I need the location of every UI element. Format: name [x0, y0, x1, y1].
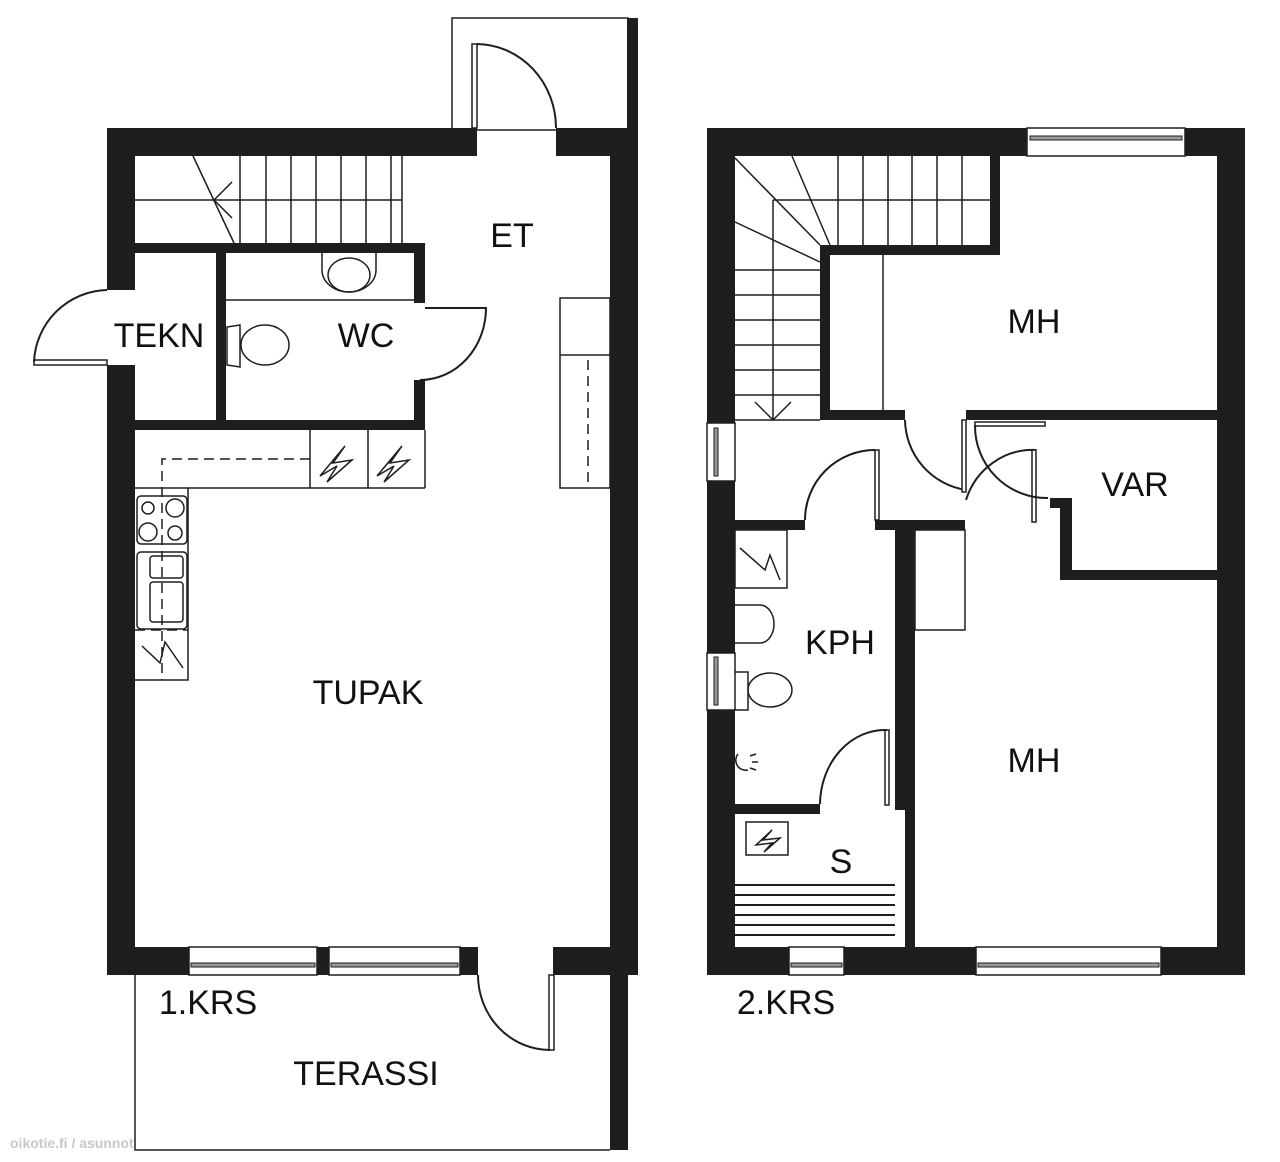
kph-sink-icon	[735, 604, 775, 644]
room-label-et: ET	[490, 217, 534, 255]
wall-var-left	[1060, 498, 1072, 580]
wall-right	[1217, 128, 1245, 975]
wall-bottom-left	[107, 947, 189, 975]
wall-mh-left	[905, 530, 915, 947]
wall-stair-right	[990, 156, 1000, 246]
front-door-leaf[interactable]	[471, 43, 478, 129]
window	[1026, 127, 1186, 157]
appliance-icon	[319, 445, 355, 483]
shower-icon	[735, 753, 749, 771]
wall-bottom-mid	[460, 947, 478, 975]
front-door-swing	[476, 43, 557, 129]
kitchen-sink-icon	[136, 551, 188, 630]
sauna-benches	[735, 884, 895, 936]
wc-sink-icon	[321, 253, 377, 293]
room-label-mh-lower: MH	[1007, 742, 1061, 780]
floor-2-plan	[706, 127, 1245, 976]
kph-appliance-box	[734, 529, 788, 589]
room-label-mh-upper: MH	[1007, 303, 1061, 341]
room-label-terassi: TERASSI	[293, 1055, 439, 1093]
room-label-kph: KPH	[805, 624, 875, 662]
room-label-tupak: TUPAK	[312, 674, 424, 712]
appliance-icon	[141, 640, 184, 669]
tekn-door-leaf[interactable]	[33, 359, 108, 366]
wall-bottom-left	[707, 947, 789, 975]
wall-wc-bottom	[135, 420, 425, 430]
wall-bottom-right	[553, 947, 638, 975]
wall-left-lower	[707, 710, 735, 975]
wall-top	[707, 128, 1027, 156]
window	[706, 652, 736, 711]
window	[328, 946, 461, 976]
wall-bottom-right	[1161, 947, 1245, 975]
staircase-1	[135, 155, 403, 244]
window	[706, 422, 736, 482]
wall-bottom-mid	[844, 947, 976, 975]
room-label-s: S	[829, 843, 853, 881]
staircase-2	[734, 155, 990, 422]
wall-stair-bottom	[135, 243, 425, 253]
appliance-icon	[739, 547, 781, 581]
terrace-wall	[610, 975, 628, 1150]
porch-wall	[627, 18, 638, 128]
kph-toilet-tank-icon	[735, 671, 749, 711]
entry-porch	[451, 17, 629, 131]
wall-wc-right-lower	[414, 380, 425, 421]
wall-sauna-top	[735, 804, 820, 814]
kitchen-counter	[135, 430, 426, 681]
door-leaf[interactable]	[874, 449, 880, 521]
mh-lower-door-swing	[965, 448, 1037, 501]
wall-tekn-wc	[216, 253, 226, 421]
sauna-stove	[745, 821, 789, 856]
window	[788, 946, 845, 976]
wall-kph-top-left	[735, 520, 805, 530]
room-label-wc: WC	[337, 317, 395, 355]
wall-var-bottom	[1060, 570, 1217, 580]
window	[975, 946, 1162, 976]
wall-kph-right	[895, 530, 905, 810]
floor-2-title: 2.KRS	[736, 984, 836, 1022]
sauna-stove-icon	[753, 829, 783, 853]
toilet-tank-icon	[226, 324, 241, 368]
room-label-tekn: TEKN	[113, 317, 205, 355]
door-leaf[interactable]	[1031, 449, 1037, 523]
tekn-door-swing	[33, 289, 108, 363]
wall-mh-bottom	[966, 410, 1217, 420]
wall-left-upper	[707, 128, 735, 423]
terrace-door-leaf[interactable]	[548, 974, 555, 1051]
wardrobe	[559, 297, 611, 489]
wall-stair-bottom	[820, 245, 1000, 255]
wall-kph-top-right	[875, 520, 965, 530]
door-leaf[interactable]	[961, 419, 967, 493]
wall-left-mid	[707, 481, 735, 653]
window	[188, 946, 318, 976]
window-mullion	[317, 947, 329, 975]
terrace-door-swing	[477, 974, 551, 1051]
mh-upper-door-swing	[904, 419, 967, 491]
kph-door-swing	[804, 449, 876, 521]
appliance-icon	[376, 445, 412, 483]
sauna-door-swing	[819, 728, 888, 805]
wall-left-lower	[107, 365, 135, 975]
wall-hall	[820, 410, 905, 420]
door-leaf[interactable]	[974, 421, 1046, 427]
stove-icon	[136, 495, 188, 545]
floor-1-plan	[33, 17, 638, 1151]
var-door-swing	[973, 424, 1049, 500]
sauna-door-leaf[interactable]	[884, 729, 890, 806]
wall-top-left	[107, 128, 477, 156]
watermark: oikotie.fi / asunnot	[10, 1135, 134, 1151]
room-label-var: VAR	[1101, 466, 1169, 504]
kph-toilet-bowl-icon	[747, 672, 793, 708]
floor-1-title: 1.KRS	[158, 984, 258, 1022]
wall-right	[610, 128, 638, 975]
wall-left-upper	[107, 128, 135, 290]
wall-wc-right-upper	[414, 243, 425, 303]
wall-stair-core	[820, 245, 830, 420]
toilet-bowl-icon	[240, 324, 290, 366]
wc-door-swing	[419, 307, 488, 381]
terrace-outline	[134, 975, 610, 1151]
